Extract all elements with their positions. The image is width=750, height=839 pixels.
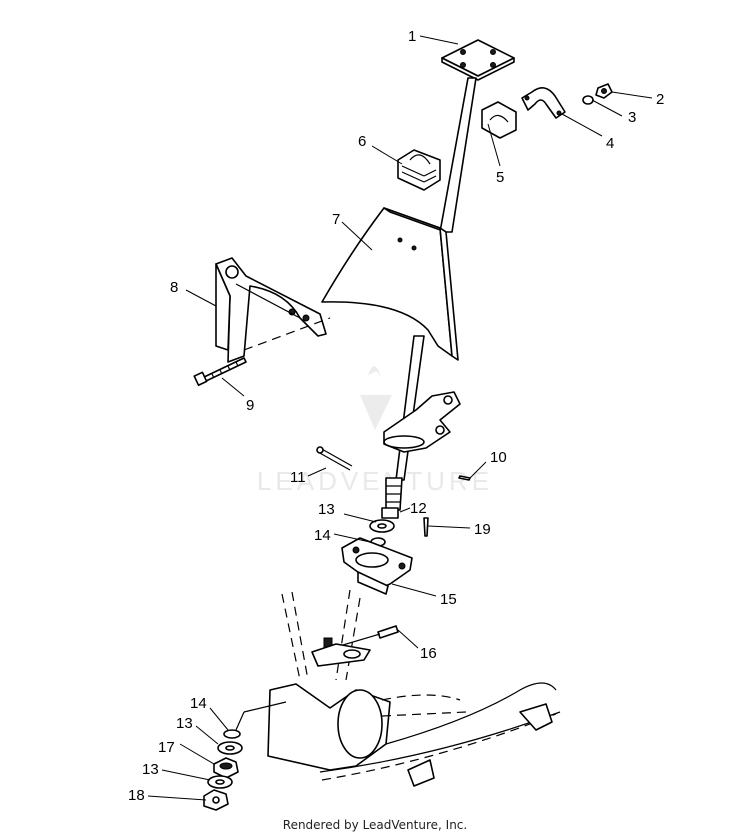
part-11-cotter-pin (316, 446, 353, 471)
callout-4: 4 (606, 135, 614, 152)
steering-console (321, 207, 459, 361)
part-4-clamp (521, 87, 566, 119)
callout-15: 15 (440, 591, 457, 608)
part-18-castle-nut (203, 789, 229, 811)
callout-12: 12 (410, 500, 427, 517)
part-10-pin (458, 475, 471, 481)
callout-9: 9 (246, 397, 254, 414)
part-2-nut (595, 83, 613, 99)
callout-14: 14 (314, 527, 331, 544)
callout-11: 11 (290, 469, 306, 486)
part-9-bolt (193, 357, 247, 387)
part-14-oring-lower (223, 729, 241, 739)
callout-1: 1 (408, 28, 416, 45)
part-13-washer-upper (369, 519, 395, 533)
frame-assembly (267, 589, 561, 787)
callout-13: 13 (318, 501, 335, 518)
callout-8: 8 (170, 279, 178, 296)
shaft-splined-end (385, 477, 403, 511)
hardware-alignment-line-2 (243, 701, 287, 713)
callout-labels: 1 2 3 4 5 6 7 8 9 10 11 12 13 14 15 16 1… (128, 28, 664, 804)
part-5-bushing (481, 101, 517, 139)
callout-19: 19 (474, 521, 491, 538)
callout-16: 16 (420, 645, 437, 662)
part-8-bracket (215, 257, 331, 363)
part-3-washer (582, 95, 594, 105)
part-12-nut (381, 507, 399, 519)
part-13-washer-lower (207, 775, 233, 789)
callout-10: 10 (490, 449, 507, 466)
part-19-screw (423, 517, 429, 537)
part-1-handlebar-plate (439, 39, 515, 233)
footer-credit: Rendered by LeadVenture, Inc. (282, 818, 468, 832)
hardware-alignment-line (235, 711, 245, 731)
watermark-text: LEADVENTURE (257, 466, 493, 496)
callout-13-middle: 13 (176, 715, 193, 732)
callout-14-lower: 14 (190, 695, 207, 712)
callout-17: 17 (158, 739, 175, 756)
watermark: LEADVENTURE (257, 366, 493, 496)
part-15-bearing-flange (341, 537, 413, 595)
steering-arm (383, 391, 461, 453)
callout-3: 3 (628, 109, 636, 126)
callout-6: 6 (358, 133, 366, 150)
callout-5: 5 (496, 169, 504, 186)
callout-2: 2 (656, 91, 664, 108)
part-17-nut (213, 757, 239, 779)
leader-lines (147, 35, 653, 801)
callout-13-lower: 13 (142, 761, 159, 778)
callout-7: 7 (332, 211, 340, 228)
part-13-washer-middle (217, 741, 243, 755)
callout-18: 18 (128, 787, 145, 804)
part-6-bushing-block (397, 149, 441, 191)
